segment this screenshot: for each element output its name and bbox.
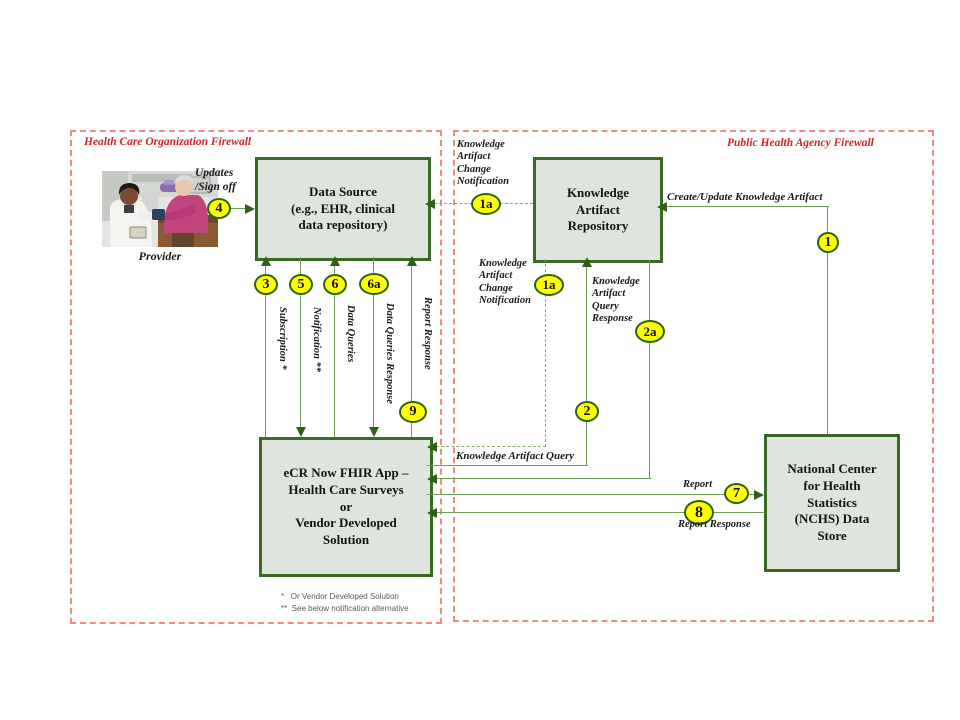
step-badge-6: 6 <box>323 274 347 295</box>
arrowhead-updates-right <box>245 204 255 214</box>
step-badge-6a: 6a <box>359 273 389 295</box>
flow-line-subscription <box>265 258 266 437</box>
arrowhead-subscription-up <box>261 256 271 266</box>
flow-line-updates <box>214 208 252 209</box>
arrowhead-report-response-up <box>407 256 417 266</box>
step-badge-9: 9 <box>399 401 427 423</box>
flow-line-create-update-h <box>666 206 829 207</box>
arrowhead-ka-query-response-left <box>427 474 437 484</box>
label-notification: Notification ** <box>311 307 322 373</box>
healthcare-org-firewall-title: Health Care Organization Firewall <box>84 136 252 148</box>
footnote-2: ** See below notification alternative <box>281 604 409 613</box>
healthcare-org-firewall-boundary <box>70 130 442 624</box>
label-data-queries-response: Data Queries Response <box>384 303 395 404</box>
arrowhead-report-right <box>754 490 764 500</box>
label-ka-query: Knowledge Artifact Query <box>456 450 575 462</box>
public-health-agency-firewall-boundary <box>453 130 934 622</box>
arrowhead-report-response-left <box>427 508 437 518</box>
nchs-data-store-box: National Center for Health Statistics (N… <box>764 434 900 572</box>
step-badge-3: 3 <box>254 274 278 295</box>
label-subscription: Subscription * <box>277 307 288 370</box>
flow-dash-change-notification-h <box>436 446 546 447</box>
step-badge-5: 5 <box>289 274 313 295</box>
arrowhead-change-notification-left <box>425 199 435 209</box>
flow-line-report <box>427 494 755 495</box>
step-badge-7: 7 <box>724 483 749 504</box>
step-badge-2a: 2a <box>635 320 665 343</box>
label-ka-change-notification-mid: Knowledge Artifact Change Notification <box>479 258 531 307</box>
step-badge-8: 8 <box>684 500 714 525</box>
label-ka-change-notification-top: Knowledge Artifact Change Notification <box>457 139 509 188</box>
arrowhead-change-notification-app-left <box>427 442 437 452</box>
flow-line-create-update-v <box>827 207 828 434</box>
provider-caption: Provider <box>138 249 182 263</box>
label-report-response: Report Response <box>678 519 751 530</box>
flow-line-data-queries <box>334 258 335 437</box>
arrowhead-data-queries-up <box>330 256 340 266</box>
arrowhead-ka-query-up <box>582 257 592 267</box>
flow-dash-change-notification-v <box>545 259 546 447</box>
label-create-update-ka: Create/Update Knowledge Artifact <box>667 191 823 203</box>
flow-line-ka-query-response-h <box>436 478 651 479</box>
arrowhead-create-update-left <box>657 202 667 212</box>
label-report: Report <box>683 479 713 490</box>
flow-line-notification <box>300 257 301 429</box>
step-badge-1a-mid: 1a <box>534 274 564 296</box>
label-updates-sign-off: Updates /Sign off <box>195 167 237 193</box>
flow-line-data-queries-response <box>373 257 374 429</box>
footnote-1: * Or Vendor Developed Solution <box>281 592 399 601</box>
step-badge-4: 4 <box>207 198 231 219</box>
arrowhead-notification-down <box>296 427 306 437</box>
label-data-queries: Data Queries <box>345 305 356 363</box>
step-badge-2: 2 <box>575 401 599 422</box>
step-badge-1a-top: 1a <box>471 193 501 215</box>
flow-line-ka-query-response-v <box>649 260 650 479</box>
label-ka-query-response: Knowledge Artifact Query Response <box>592 276 640 325</box>
flow-line-report-response <box>436 512 765 513</box>
knowledge-artifact-repository-box: Knowledge Artifact Repository <box>533 157 663 263</box>
arrowhead-data-queries-response-down <box>369 427 379 437</box>
step-badge-1: 1 <box>817 232 839 253</box>
flow-line-report-response-up <box>411 258 412 437</box>
flow-line-ka-query-h <box>427 465 588 466</box>
data-source-box: Data Source (e.g., EHR, clinical data re… <box>255 157 431 261</box>
flow-line-ka-query-v <box>586 265 587 466</box>
public-health-agency-firewall-title: Public Health Agency Firewall <box>727 137 874 149</box>
provider-photo <box>102 171 218 247</box>
label-report-response-vertical: Report Response <box>422 297 433 370</box>
ecr-fhir-app-box: eCR Now FHIR App – Health Care Surveys o… <box>259 437 433 577</box>
